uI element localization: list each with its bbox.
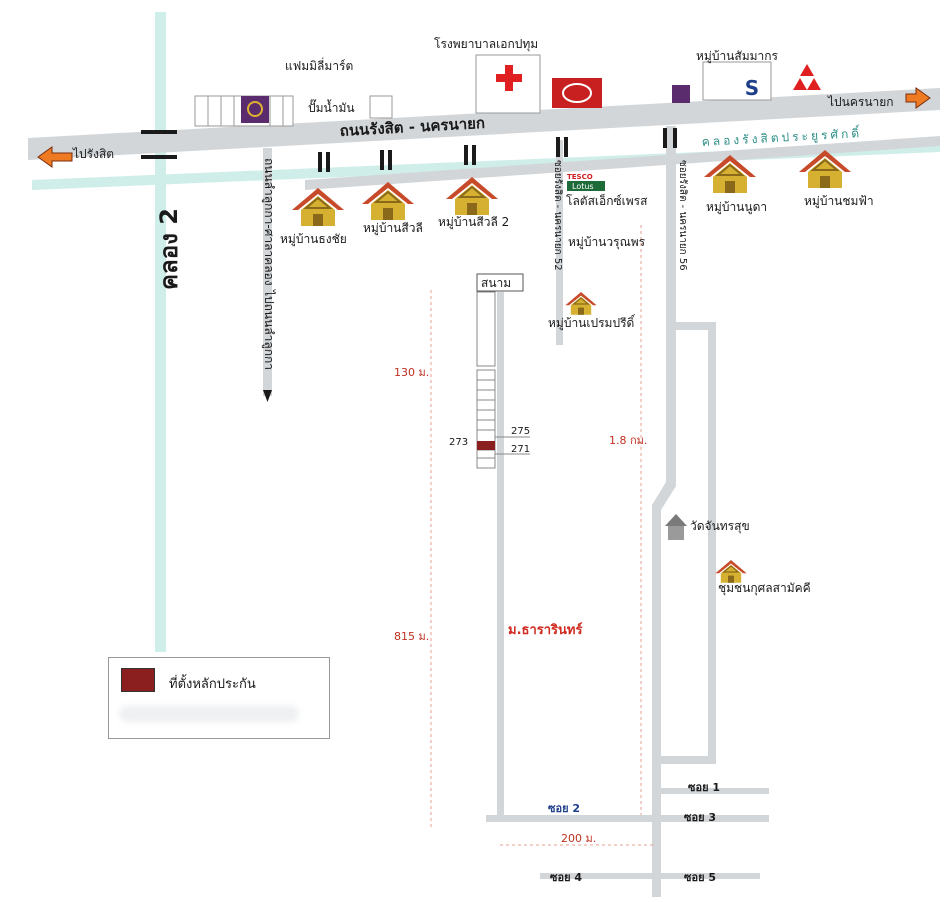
field-area bbox=[476, 291, 496, 367]
bridge-mark bbox=[141, 155, 177, 159]
temple-label: วัดจันทรสุข bbox=[690, 519, 750, 534]
down-arrow-icon bbox=[263, 390, 272, 402]
legend-label: ที่ตั้งหลักประกัน bbox=[169, 677, 256, 692]
distance-18-label: 1.8 กม. bbox=[609, 434, 647, 447]
house-icon bbox=[714, 559, 748, 584]
mitsubishi-logo-icon-2 bbox=[793, 78, 807, 90]
community-label: ชุมชนกุศลสามัคคี bbox=[718, 581, 811, 596]
soi5-label: ซอย 5 bbox=[684, 871, 716, 884]
soi4-label: ซอย 4 bbox=[550, 871, 582, 884]
legend-redacted bbox=[119, 706, 299, 722]
village-sivalee2-label: หมู่บ้านสีวลี 2 bbox=[438, 215, 509, 230]
frontage-road bbox=[305, 136, 940, 190]
soi-tesco-label: ซอยรังสิต - นครนายก 52 bbox=[552, 160, 563, 271]
house-icon bbox=[564, 291, 598, 316]
distance-130-label: 130 ม. bbox=[394, 366, 429, 379]
distance-815-label: 815 ม. bbox=[394, 630, 429, 643]
to-nakhonnayok-label: ไปนครนายก bbox=[827, 95, 894, 109]
family-mart-label: แฟมมิลี่มาร์ต bbox=[285, 57, 353, 73]
khlong2-label: คลอง 2 bbox=[155, 208, 183, 290]
field-label: สนาม bbox=[481, 276, 511, 290]
village-nuchada-label: หมู่บ้านนูดา bbox=[706, 200, 767, 215]
soi56-label: ซอยรังสิต - นครนายก 56 bbox=[677, 160, 688, 271]
bank-logo-icon bbox=[241, 96, 269, 123]
gas-station-building bbox=[369, 95, 393, 119]
mitsubishi-logo-icon-3 bbox=[807, 78, 821, 90]
left-arrow-icon bbox=[37, 146, 73, 168]
soi2-label: ซอย 2 bbox=[548, 802, 580, 815]
house-icon bbox=[361, 181, 415, 221]
village-prempree-label: หมู่บ้านเปรมปรีดิ์ bbox=[548, 314, 636, 331]
khlong2-canal bbox=[155, 12, 166, 652]
house-icon bbox=[291, 187, 345, 227]
bridge-mark bbox=[141, 130, 177, 134]
toyota-logo-icon bbox=[552, 78, 602, 108]
soi3-road bbox=[661, 815, 769, 822]
soi-tesco-road bbox=[556, 140, 563, 345]
village-thongchai-label: หมู่บ้านธงชัย bbox=[280, 232, 347, 247]
soi56-road bbox=[652, 126, 676, 897]
distance-200-label: 200 ม. bbox=[561, 832, 596, 845]
tararin-road bbox=[497, 292, 504, 820]
collateral-location bbox=[477, 441, 495, 450]
village-tararin-label: ม.ธารารินทร์ bbox=[508, 622, 582, 638]
hospital-cross-icon-v bbox=[505, 65, 513, 91]
plot-275-label: 275 bbox=[511, 426, 530, 437]
field-box bbox=[476, 273, 524, 292]
sammakorn-logo-icon: S bbox=[745, 76, 759, 100]
to-lamlukka-label: ไปถนนลำลูกกา bbox=[261, 289, 276, 370]
bank-logo-mark bbox=[247, 101, 263, 117]
bridge-marks bbox=[318, 128, 677, 172]
plot-273-label: 273 bbox=[449, 437, 468, 448]
village-sammakorn-label: หมู่บ้านสัมมากร bbox=[696, 49, 779, 64]
bank-logo-icon-2 bbox=[672, 85, 690, 103]
tesco-brand: TESCO bbox=[567, 173, 593, 181]
legend-swatch bbox=[121, 668, 155, 692]
village-sivalee-label: หมู่บ้านสีวลี bbox=[363, 221, 423, 236]
soi4-5-road bbox=[540, 873, 760, 879]
temple-icon bbox=[665, 514, 687, 540]
village-varunporn-label: หมู่บ้านวรุณพร bbox=[568, 235, 646, 250]
sammakorn-building bbox=[702, 61, 772, 101]
to-rangsit-label: ไปรังสิต bbox=[72, 147, 114, 161]
plot-grid bbox=[476, 369, 496, 469]
right-arrow-icon bbox=[905, 87, 931, 109]
plot-271-label: 271 bbox=[511, 444, 530, 455]
soi3-label: ซอย 3 bbox=[684, 811, 716, 824]
soi1-road bbox=[661, 788, 769, 794]
house-icon bbox=[445, 176, 499, 216]
lamlukka-road bbox=[263, 148, 272, 396]
soi1-label: ซอย 1 bbox=[688, 781, 720, 794]
legend: ที่ตั้งหลักประกัน bbox=[108, 657, 330, 739]
lotus-logo-icon bbox=[567, 181, 605, 191]
gas-station-label: ปั๊มน้ำมัน bbox=[308, 99, 355, 115]
tesco-lotus-label: โลตัสเอ็กซ์เพรส bbox=[566, 193, 648, 208]
soi2-road bbox=[486, 815, 666, 822]
side-road bbox=[661, 322, 716, 764]
lamlukka-road-label: ถนนลำลูกกา-ศาลาคลอง bbox=[261, 158, 276, 286]
lotus-brand: Lotus bbox=[572, 182, 594, 191]
village-chomfa-label: หมู่บ้านชมฟ้า bbox=[804, 194, 874, 209]
mitsubishi-logo-icon bbox=[800, 64, 814, 76]
main-road bbox=[28, 88, 940, 160]
hospital-label: โรงพยาบาลเอกปทุม bbox=[434, 37, 538, 52]
toyota-emblem bbox=[562, 83, 592, 103]
